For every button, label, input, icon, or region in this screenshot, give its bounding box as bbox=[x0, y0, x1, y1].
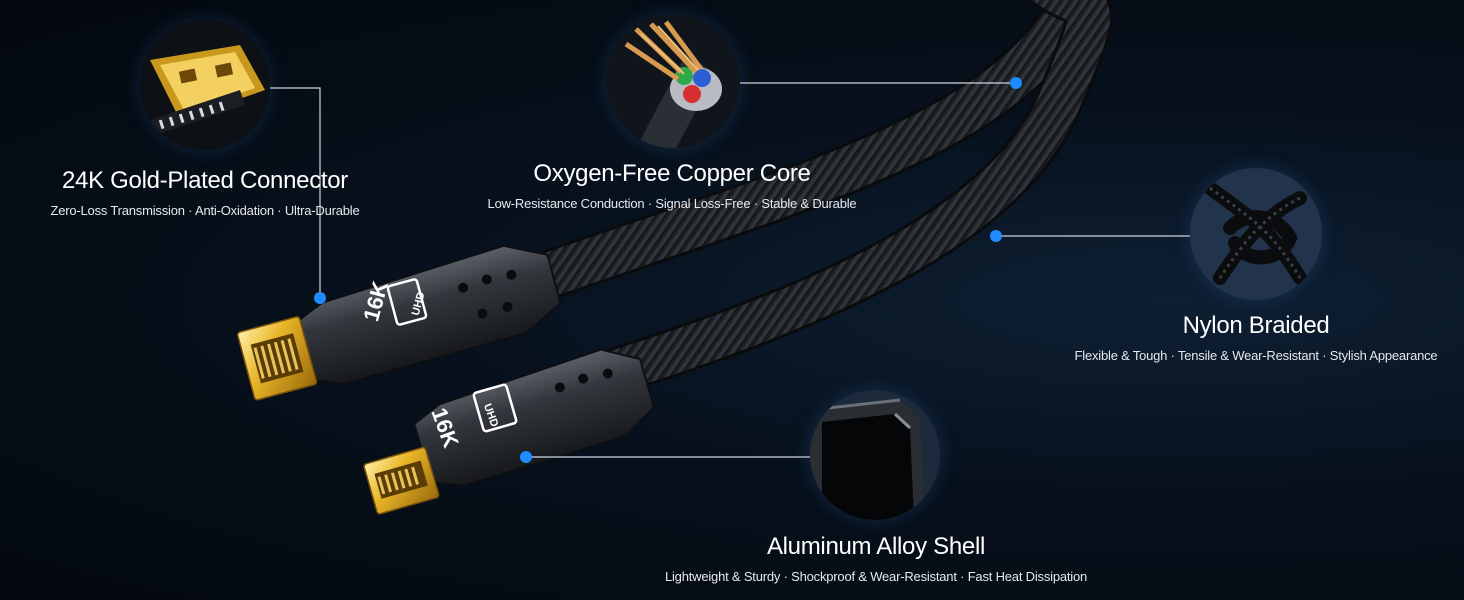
aluminum-shell-closeup-icon bbox=[810, 390, 940, 520]
aluminum-shell-subtitle: Lightweight & Sturdy · Shockproof & Wear… bbox=[664, 569, 1088, 584]
gold-connector-closeup-icon bbox=[140, 20, 270, 150]
callout-lines bbox=[270, 82, 1190, 458]
upper-hdmi-connector bbox=[236, 244, 562, 401]
upper-uhd-badge bbox=[386, 278, 428, 326]
lower-hdmi-connector bbox=[363, 348, 656, 515]
nylon-braided-title: Nylon Braided bbox=[1182, 312, 1330, 339]
gold-connector-subtitle: Zero-Loss Transmission · Anti-Oxidation … bbox=[50, 203, 360, 218]
callout-dots bbox=[314, 77, 1022, 463]
upper-uhd-text: UHD bbox=[410, 291, 428, 317]
gold-connector-title: 24K Gold-Plated Connector bbox=[61, 167, 349, 194]
lower-uhd-badge bbox=[472, 383, 518, 433]
copper-core-title: Oxygen-Free Copper Core bbox=[533, 160, 811, 187]
aluminum-shell-title: Aluminum Alloy Shell bbox=[766, 533, 986, 560]
copper-core-subtitle: Low-Resistance Conduction · Signal Loss-… bbox=[487, 196, 857, 211]
braided-knot-closeup-icon bbox=[1190, 168, 1322, 300]
copper-wires-closeup-icon bbox=[606, 14, 740, 148]
nylon-braided-subtitle: Flexible & Tough · Tensile & Wear-Resist… bbox=[1074, 348, 1438, 363]
